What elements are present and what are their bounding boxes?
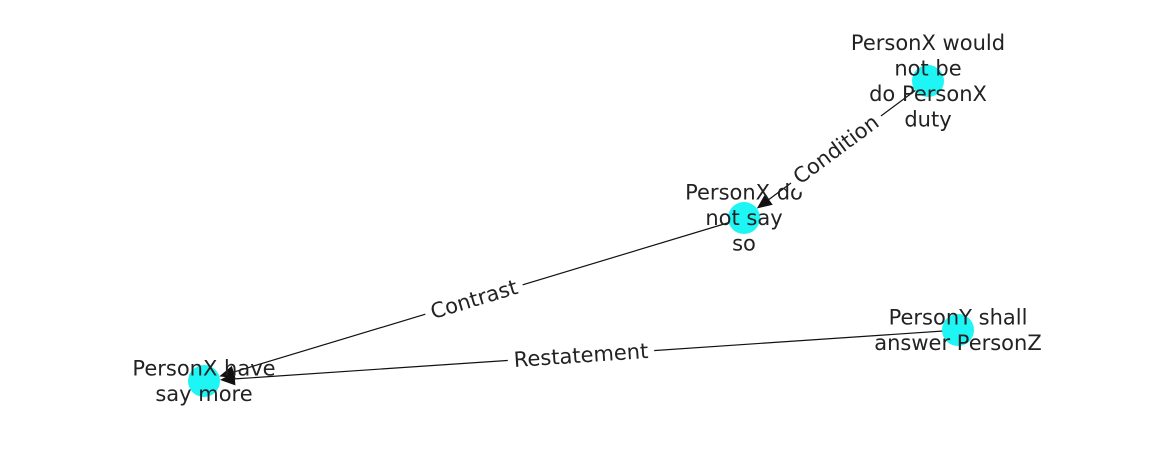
node-circle (942, 314, 974, 346)
node-circle (728, 202, 760, 234)
node-circle (188, 365, 220, 397)
node-label-line: duty (904, 107, 951, 131)
node-label-line: say more (155, 382, 252, 406)
edge-label-restatement: Restatement (506, 337, 656, 374)
node-label-line: not be (894, 56, 961, 80)
node-label-line: PersonX have (132, 356, 275, 380)
edge-label-background (506, 337, 656, 374)
edge-label-text: Restatement (513, 339, 649, 372)
edge-label-contrast: Contrast (421, 272, 527, 327)
node-label-line: answer PersonZ (874, 331, 1041, 355)
node-label-line: not say (705, 206, 782, 230)
node-label-line: PersonX do (685, 181, 803, 205)
edge-label-text: Condition (789, 110, 884, 189)
node-label-line: PersonY shall (889, 305, 1028, 329)
node-label-line: so (732, 232, 756, 256)
node-label-line: do PersonX (869, 82, 987, 106)
arrowhead-icon (219, 372, 236, 386)
edge-label-condition: Condition (783, 105, 889, 194)
node-label-line: PersonX would (851, 31, 1005, 55)
node-circle (912, 65, 944, 97)
edge-label-background (783, 105, 889, 194)
arrowhead-icon (756, 194, 773, 209)
edge-label-text: Contrast (428, 275, 521, 324)
edge-label-background (421, 272, 527, 327)
